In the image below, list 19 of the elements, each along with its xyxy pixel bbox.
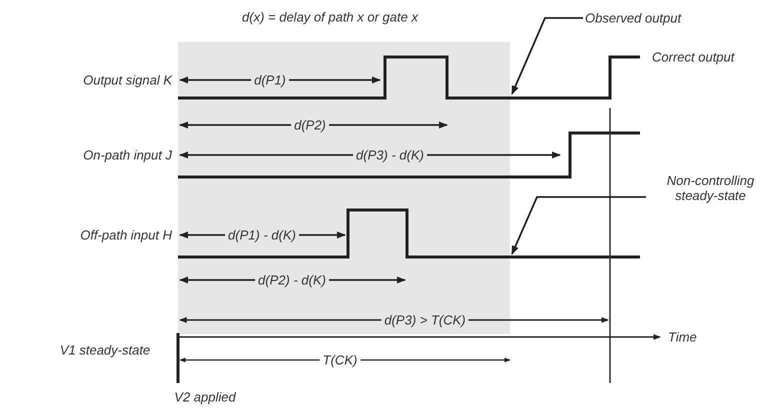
waveform-label: Correct output bbox=[652, 50, 734, 64]
axis-label: Time bbox=[668, 330, 697, 344]
signal-label: Output signal K bbox=[83, 72, 172, 88]
dimension-label: d(P1) bbox=[251, 72, 289, 88]
dimension-label: T(CK) bbox=[320, 352, 360, 368]
callout-text: Non-controlling steady-state bbox=[648, 173, 773, 203]
leader-line bbox=[511, 196, 646, 255]
note: d(x) = delay of path x or gate x bbox=[242, 10, 418, 24]
event-label: V2 applied bbox=[174, 390, 236, 404]
dimension-label: d(P1) - d(K) bbox=[225, 228, 299, 242]
dimension-label: d(P3) > T(CK) bbox=[381, 312, 469, 328]
dimension-label: d(P3) - d(K) bbox=[353, 148, 427, 162]
leader-line bbox=[511, 17, 583, 95]
signal-label: Off-path input H bbox=[80, 228, 172, 242]
signal-label: On-path input J bbox=[83, 148, 172, 162]
event-label: V1 steady-state bbox=[60, 342, 150, 358]
dimension-label: d(P2) bbox=[291, 118, 329, 132]
callout-text: Observed output bbox=[585, 10, 682, 26]
dimension-label: d(P2) - d(K) bbox=[255, 272, 329, 288]
